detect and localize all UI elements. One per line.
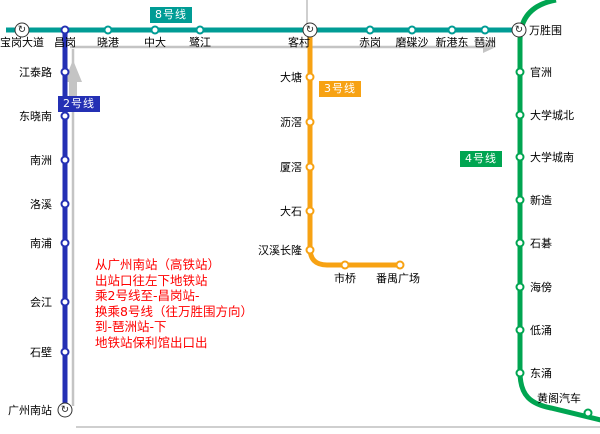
line-3-badge: 3号线 — [319, 81, 361, 97]
station-marker — [407, 25, 417, 35]
station-label: 石壁 — [30, 346, 52, 359]
station-label: 广州南站 — [8, 404, 52, 417]
station-marker — [305, 162, 315, 172]
station-marker — [103, 25, 113, 35]
instruction-line: 换乘8号线（往万胜围方向） — [95, 303, 253, 319]
station-marker — [150, 25, 160, 35]
station-marker — [60, 347, 70, 357]
line-8-badge: 8号线 — [150, 7, 192, 23]
station-label: 大学城南 — [530, 151, 574, 164]
station-marker — [60, 67, 70, 77]
station-marker — [515, 195, 525, 205]
station-label: 大石 — [280, 205, 302, 218]
interchange-station-icon: ↻ — [511, 22, 527, 38]
station-label: 官洲 — [530, 66, 552, 79]
station-label: 海傍 — [530, 281, 552, 294]
station-marker — [515, 282, 525, 292]
station-marker — [60, 111, 70, 121]
station-label: 沥滘 — [280, 116, 302, 129]
station-marker — [515, 368, 525, 378]
station-label: 汉溪长隆 — [258, 244, 302, 257]
interchange-station-icon: ↻ — [302, 22, 318, 38]
station-marker — [515, 325, 525, 335]
route-up-arrow — [64, 60, 82, 100]
station-label: 昌岗 — [54, 36, 76, 49]
station-marker — [583, 408, 593, 418]
station-label: 万胜围 — [529, 24, 562, 37]
instruction-line: 到-琶洲站-下 — [95, 319, 167, 334]
station-marker — [340, 260, 350, 270]
interchange-station-icon: ↻ — [57, 402, 73, 418]
station-marker — [305, 206, 315, 216]
station-label: 新港东 — [435, 36, 469, 49]
route-right-arrow — [483, 41, 496, 53]
station-marker — [60, 199, 70, 209]
instruction-line: 乘2号线至-昌岗站- — [95, 288, 200, 303]
station-label: 南浦 — [30, 237, 52, 250]
station-marker — [195, 25, 205, 35]
station-label: 客村 — [288, 36, 310, 49]
instruction-line: 地铁站保利馆出口出 — [95, 334, 208, 350]
station-label: 大学城北 — [530, 109, 574, 122]
station-label: 琶洲 — [474, 36, 496, 49]
station-label: 宝岗大道 — [0, 36, 44, 49]
station-marker — [515, 238, 525, 248]
station-label: 新造 — [530, 194, 552, 207]
station-label: 番禺广场 — [376, 272, 420, 285]
station-label: 东涌 — [530, 367, 552, 380]
station-label: 黄阁汽车 — [537, 392, 581, 405]
station-label: 石碁 — [530, 237, 552, 250]
station-marker — [395, 260, 405, 270]
station-label: 东晓南 — [19, 110, 52, 123]
instruction-line: 出站口往左下地铁站 — [95, 272, 208, 288]
station-label: 大塘 — [280, 71, 302, 84]
route-instructions: 从广州南站（高铁站） 出站口往左下地铁站 乘2号线至-昌岗站- 换乘8号线（往万… — [95, 257, 253, 350]
station-marker — [305, 72, 315, 82]
station-label: 晓港 — [97, 36, 119, 49]
station-label: 低涌 — [530, 324, 552, 337]
station-label: 厦滘 — [280, 161, 302, 174]
station-label: 江泰路 — [19, 66, 52, 79]
station-label: 市桥 — [334, 272, 356, 285]
station-label: 磨碟沙 — [395, 36, 429, 49]
station-marker — [365, 25, 375, 35]
line-4-path — [517, 0, 600, 423]
station-marker — [60, 238, 70, 248]
station-marker — [305, 245, 315, 255]
line-3-path — [307, 28, 400, 268]
station-label: 鹭江 — [189, 36, 211, 49]
station-marker — [515, 110, 525, 120]
station-marker — [480, 25, 490, 35]
station-marker — [60, 25, 70, 35]
station-label: 会江 — [30, 296, 52, 309]
station-label: 洛溪 — [30, 198, 52, 211]
station-marker — [60, 155, 70, 165]
station-marker — [447, 25, 457, 35]
interchange-station-icon: ↻ — [14, 22, 30, 38]
line-2-badge: 2号线 — [58, 96, 100, 112]
station-marker — [515, 152, 525, 162]
line-4-badge: 4号线 — [460, 151, 502, 167]
station-marker — [515, 67, 525, 77]
station-marker — [60, 297, 70, 307]
instruction-line: 从广州南站（高铁站） — [95, 257, 221, 272]
station-label: 中大 — [144, 36, 166, 49]
station-label: 南洲 — [30, 154, 52, 167]
station-marker — [305, 117, 315, 127]
station-label: 赤岗 — [359, 36, 381, 49]
